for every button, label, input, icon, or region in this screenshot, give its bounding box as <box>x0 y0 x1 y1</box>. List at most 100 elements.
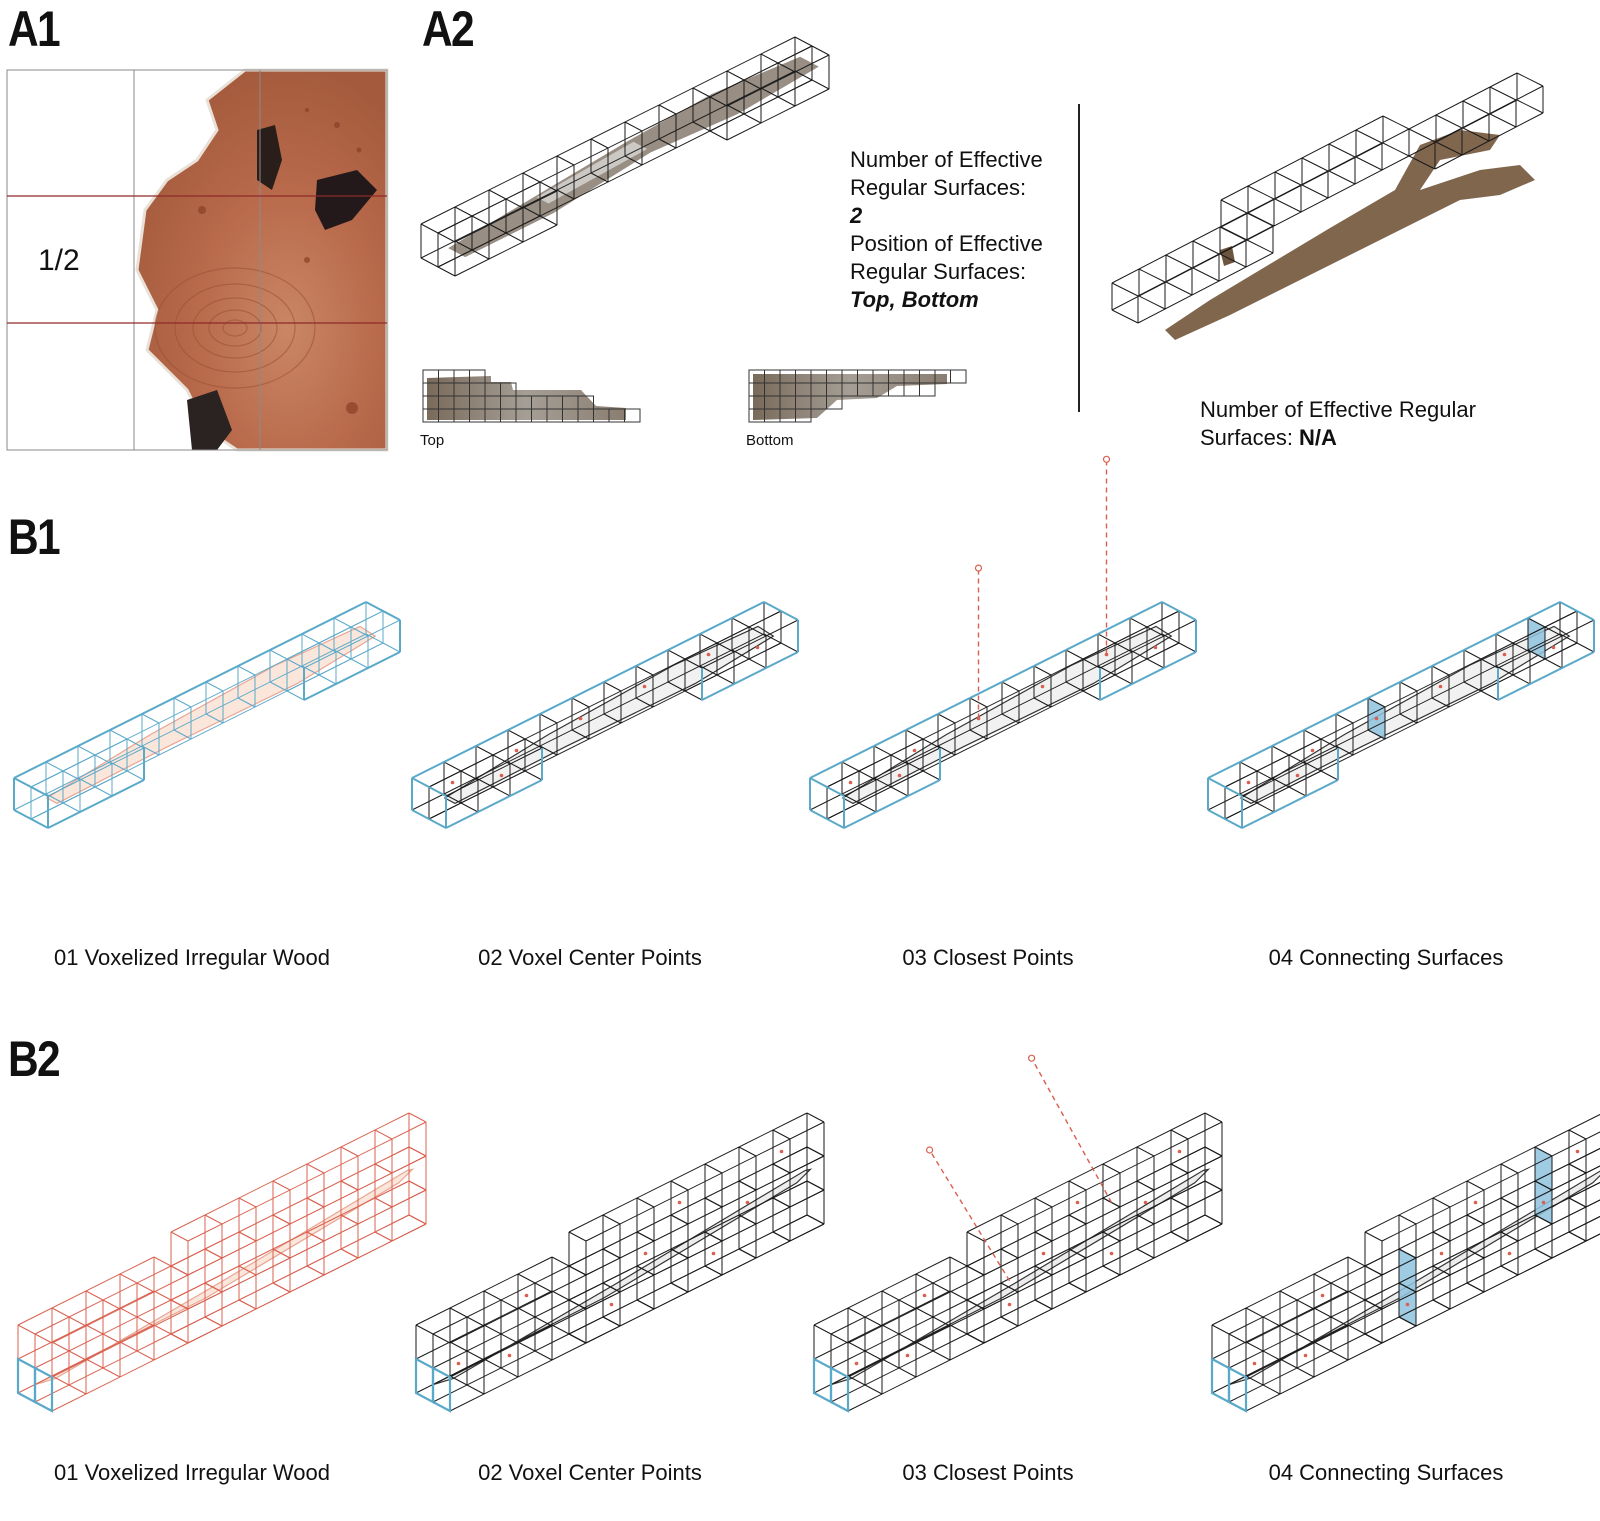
b1-leader-2-end <box>1102 455 1111 463</box>
b2-wood-3 <box>830 1168 1211 1386</box>
b2-center-point-2-2 <box>524 1293 529 1298</box>
a2-position-line-2: Regular Surfaces: <box>850 259 1027 284</box>
b2-end-face-1-0 <box>16 1357 37 1404</box>
a2-right-value: N/A <box>1299 425 1337 450</box>
a2-right-info: Number of Effective Regular Surfaces: N/… <box>1200 396 1476 452</box>
a1-fraction-label: 1/2 <box>38 244 80 277</box>
a2-info-line-1: Number of Effective <box>850 147 1043 172</box>
b1-outline-2 <box>411 601 799 829</box>
b2-center-point-3-5 <box>1075 1200 1080 1205</box>
b2-end-face-3-0 <box>812 1357 833 1404</box>
b2-center-point-3-0 <box>854 1361 859 1366</box>
b1-center-point-3-6 <box>897 773 902 778</box>
panel-label-a2: A2 <box>422 1 475 57</box>
b1-center-point-3-1 <box>912 748 917 753</box>
b2-wood-2 <box>432 1168 813 1386</box>
b2-center-point-2-0 <box>456 1361 461 1366</box>
b1-center-point-3-0 <box>848 780 853 785</box>
b1-caption-1: 01 Voxelized Irregular Wood <box>54 945 330 970</box>
b2-grid-upper-2 <box>568 1112 825 1344</box>
b2-grid-upper-3 <box>966 1112 1223 1344</box>
b1-center-point-2-3 <box>642 684 647 689</box>
b2-end-face-2-0 <box>414 1357 435 1404</box>
b1-diagram-3 <box>809 455 1197 829</box>
b2-center-point-3-8 <box>1177 1149 1182 1154</box>
b2-leader-2 <box>1030 1057 1113 1203</box>
b2-end-face-4-0 <box>1210 1357 1231 1404</box>
b1-outline-4 <box>1207 601 1595 829</box>
b2-leader-2-end <box>1027 1054 1036 1062</box>
b1-center-point-4-3 <box>1438 684 1443 689</box>
b1-center-point-2-6 <box>499 773 504 778</box>
b1-center-point-2-0 <box>450 780 455 785</box>
b2-center-point-4-1 <box>1303 1353 1308 1358</box>
b2-center-point-2-8 <box>779 1149 784 1154</box>
b2-leader-1 <box>929 1149 1011 1282</box>
b1-leader-1-end <box>974 564 983 572</box>
panel-label-b1: B1 <box>8 509 61 565</box>
a2-bottom-label: Bottom <box>746 432 794 449</box>
b2-grid-upper-4 <box>1364 1113 1600 1344</box>
b2-center-point-3-1 <box>905 1353 910 1358</box>
b2-caption-1: 01 Voxelized Irregular Wood <box>54 1460 330 1485</box>
b2-center-point-4-0 <box>1252 1361 1257 1366</box>
b2-diagram-3 <box>812 1054 1223 1413</box>
a2-right-info-line-2: Surfaces: <box>1200 425 1300 450</box>
b1-center-point-3-5 <box>1153 645 1158 650</box>
b2-center-point-2-4 <box>643 1251 648 1256</box>
b2-caption-2: 02 Voxel Center Points <box>478 1460 702 1485</box>
b2-center-point-4-8 <box>1575 1149 1580 1154</box>
b2-center-point-4-7 <box>1541 1200 1546 1205</box>
b1-outline-1 <box>13 601 401 829</box>
b2-center-point-4-4 <box>1439 1251 1444 1256</box>
b1-caption-2: 02 Voxel Center Points <box>478 945 702 970</box>
b1-diagram-4 <box>1207 601 1595 829</box>
b2-center-point-4-2 <box>1320 1293 1325 1298</box>
b1-center-point-2-2 <box>578 716 583 721</box>
b1-center-point-2-1 <box>514 748 519 753</box>
b1-outline-3 <box>809 601 1197 829</box>
b1-center-point-4-6 <box>1295 773 1300 778</box>
b2-end-face-2-1 <box>431 1366 452 1413</box>
a2-effective-surfaces-info: Number of Effective Regular Surfaces: 2 … <box>850 146 1043 314</box>
a2-right-info-line-1: Number of Effective Regular <box>1200 397 1476 422</box>
b2-wood-1 <box>34 1168 415 1386</box>
b2-center-point-2-1 <box>507 1353 512 1358</box>
b2-center-point-3-7 <box>1143 1200 1148 1205</box>
a2-plank-wood <box>448 56 819 258</box>
b1-center-point-2-4 <box>706 652 711 657</box>
a2-top-label: Top <box>420 432 445 449</box>
b2-caption-4: 04 Connecting Surfaces <box>1268 1460 1504 1485</box>
b1-wood-3 <box>841 625 1173 805</box>
b2-center-point-2-3 <box>609 1302 614 1307</box>
a2-surface-count: 2 <box>850 203 863 228</box>
a2-plank-grid <box>420 36 830 277</box>
b2-center-point-4-5 <box>1473 1200 1478 1205</box>
b2-leader-1-end <box>925 1146 934 1154</box>
panel-label-a1: A1 <box>8 1 61 57</box>
b2-center-point-2-6 <box>711 1251 716 1256</box>
b2-center-point-2-7 <box>745 1200 750 1205</box>
b1-wood-1 <box>45 625 377 805</box>
b2-caption-3: 03 Closest Points <box>902 1460 1074 1485</box>
b1-center-point-2-5 <box>755 645 760 650</box>
b2-center-point-3-4 <box>1041 1251 1046 1256</box>
b2-center-point-2-5 <box>677 1200 682 1205</box>
b1-center-point-4-1 <box>1310 748 1315 753</box>
b1-center-point-4-5 <box>1551 645 1556 650</box>
b2-center-point-4-3 <box>1405 1302 1410 1307</box>
panel-label-b2: B2 <box>8 1031 61 1087</box>
a2-branch-grid-lines <box>1111 72 1544 324</box>
b2-diagram-1 <box>16 1112 427 1413</box>
a2-divider <box>1078 104 1080 412</box>
b1-caption-4: 04 Connecting Surfaces <box>1268 945 1504 970</box>
b1-diagram-1 <box>13 601 401 829</box>
b2-end-face-1-1 <box>33 1366 54 1413</box>
b2-grid-upper-1 <box>170 1112 427 1344</box>
b1-wood-2 <box>443 625 775 805</box>
a2-info-line-2: Regular Surfaces: <box>850 175 1027 200</box>
b2-center-point-3-2 <box>922 1293 927 1298</box>
